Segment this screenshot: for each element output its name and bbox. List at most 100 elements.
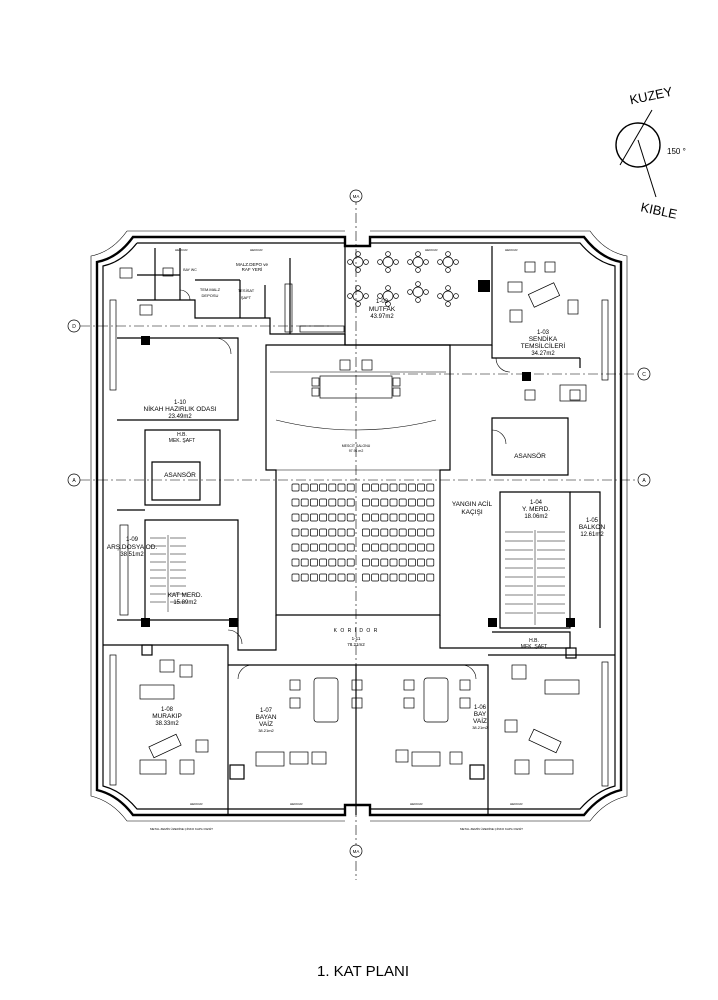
hall-seat (398, 513, 407, 522)
hall-seat (291, 513, 300, 522)
kitchen-chair (415, 297, 421, 303)
svg-text:43.97m2: 43.97m2 (370, 314, 394, 320)
hall-seat (426, 513, 435, 522)
room-label-koridor: K O R İ D O R 1-11 78.21m2 (334, 627, 378, 647)
svg-text:15.89m2: 15.89m2 (173, 600, 197, 606)
room-label-yangin: YANGIN ACİL KAÇIŞI (452, 499, 493, 516)
stairs-left (150, 535, 186, 612)
svg-text:1-08: 1-08 (161, 707, 174, 713)
svg-text:HEKKUR: HEKKUR (175, 248, 188, 252)
hall-seat (417, 483, 425, 492)
axis-bubble-d-left: D (67, 319, 81, 333)
svg-text:BALKON: BALKON (579, 524, 606, 531)
kitchen-chair (355, 301, 361, 307)
hall-seat (328, 498, 337, 507)
room-label-sendika: 1-03 SENDİKA TEMSİLCİLERİ 34.27m2 (521, 330, 566, 357)
kitchen-chair (363, 293, 369, 299)
hall-seat (380, 573, 389, 582)
svg-text:H.B.: H.B. (177, 432, 187, 438)
svg-text:38.21m2: 38.21m2 (258, 728, 274, 733)
hall-seat (380, 543, 389, 552)
svg-text:ARŞ.DOSYA OD.: ARŞ.DOSYA OD. (107, 544, 158, 551)
axis-bubble-a-left: A (67, 473, 81, 487)
hall-seat (389, 558, 398, 567)
hall-seat (337, 483, 346, 492)
room-label-ymerd: 1-04 Y. MERD. 18.06m2 (522, 500, 550, 520)
svg-text:C: C (642, 372, 646, 378)
hall-seat (398, 543, 407, 552)
kitchen-table (352, 290, 364, 302)
hall-seat (310, 528, 318, 537)
hall-seat (371, 528, 379, 537)
room-label-mutfak: 1-02 MUTFAK 43.97m2 (369, 299, 396, 320)
svg-text:A: A (72, 478, 76, 484)
kitchen-chair (445, 251, 451, 257)
kitchen-chair (453, 293, 459, 299)
hall-seat (371, 558, 379, 567)
svg-text:1-03: 1-03 (537, 330, 550, 336)
svg-text:ASANSÖR: ASANSÖR (514, 452, 546, 460)
svg-text:HEKKUR: HEKKUR (505, 248, 518, 252)
hall-seat (408, 513, 416, 522)
svg-text:DEPOSU: DEPOSU (202, 293, 219, 298)
room-label-tesisat: TESİSAT ŞAFT (238, 288, 255, 300)
grid-axes (80, 195, 640, 880)
svg-text:34.27m2: 34.27m2 (531, 351, 555, 357)
svg-text:HEKKUR: HEKKUR (425, 248, 438, 252)
hall-seat (389, 528, 398, 537)
room-label-nikah: 1-10 NİKAH HAZIRLIK ODASI 23.49m2 (144, 400, 217, 420)
kitchen-chair (445, 267, 451, 273)
hall-seat (362, 543, 370, 552)
hall-seat (362, 558, 370, 567)
outer-walls (90, 230, 628, 822)
hall-seat (389, 513, 398, 522)
hall-seat (328, 558, 337, 567)
svg-text:97.91 m2: 97.91 m2 (349, 449, 364, 453)
hall-seat (362, 573, 370, 582)
svg-text:NİKAH HAZIRLIK ODASI: NİKAH HAZIRLIK ODASI (144, 404, 217, 413)
kitchen-chair (445, 301, 451, 307)
kitchen-chair (453, 259, 459, 265)
hall-seat (300, 528, 309, 537)
hall-seat (291, 483, 300, 492)
hall-seat (310, 483, 318, 492)
kitchen-chair (393, 293, 399, 299)
office-furniture (109, 261, 609, 787)
hall-seat (362, 528, 370, 537)
hall-seat (389, 498, 398, 507)
hall-seat (300, 558, 309, 567)
kitchen-chair (355, 267, 361, 273)
hall-seat (408, 558, 416, 567)
room-label-murakip: 1-08 MURAKIP 38.33m2 (152, 707, 182, 727)
kitchen-table (442, 290, 454, 302)
stairs-right (505, 530, 565, 625)
room-label-arsiv: 1-09 ARŞ.DOSYA OD. 38.51m2 (107, 537, 158, 558)
kitchen-chair (355, 285, 361, 291)
kitchen-chair (437, 259, 443, 265)
svg-text:38.21m2: 38.21m2 (472, 725, 488, 730)
svg-text:BAY WC: BAY WC (183, 268, 197, 272)
hall-seat (346, 558, 355, 567)
hall-seat (417, 498, 425, 507)
svg-text:HEKKUR: HEKKUR (290, 802, 303, 806)
hall-seat (310, 573, 318, 582)
hall-seat (408, 483, 416, 492)
kitchen-chair (385, 285, 391, 291)
svg-text:38.51m2: 38.51m2 (120, 552, 144, 558)
hall-seat (300, 573, 309, 582)
hall-seat (319, 498, 327, 507)
hall-seat (291, 543, 300, 552)
kitchen-chair (347, 293, 353, 299)
hall-seat (346, 528, 355, 537)
kitchen-chair (415, 267, 421, 273)
svg-text:A: A (642, 478, 646, 484)
hall-seat (346, 498, 355, 507)
kitchen-chair (423, 289, 429, 295)
hall-seat (371, 498, 379, 507)
hall-seat (426, 573, 435, 582)
hall-seat (319, 543, 327, 552)
svg-text:KIBLE: KIBLE (639, 199, 678, 221)
hall-seat (328, 543, 337, 552)
svg-text:HEKKUR: HEKKUR (510, 802, 523, 806)
door-swings (179, 289, 511, 680)
